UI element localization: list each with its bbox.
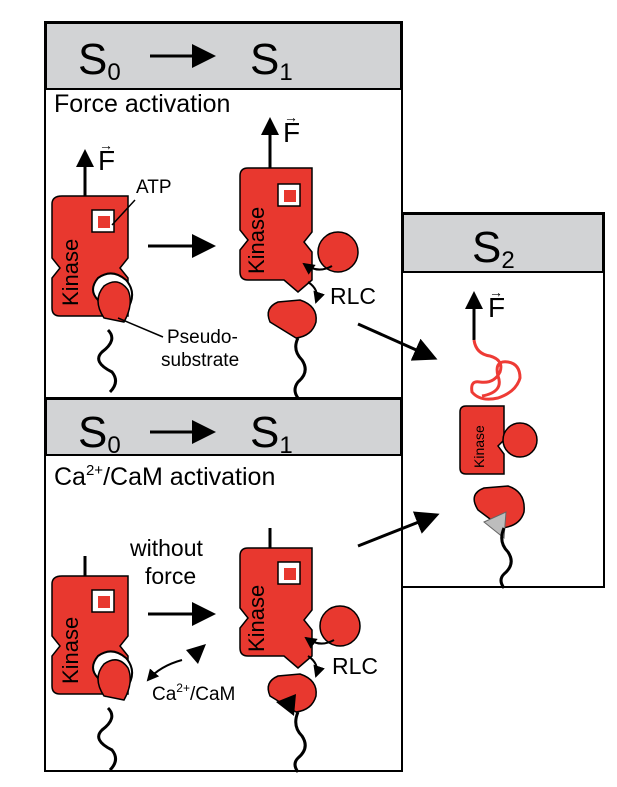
pseudo-label-2: substrate (161, 350, 239, 371)
top-state-from: S0 (78, 35, 121, 86)
kinase-label-3: Kinase (58, 617, 83, 684)
cacam-binding: Ca2+/CaM (146, 644, 235, 705)
rlc-curve-arrow (302, 262, 333, 275)
s2-kinase: F → Kinase (459, 284, 538, 589)
bottom-header: S0 S1 (45, 398, 402, 459)
bottom-state-to: S1 (250, 408, 293, 459)
kinase-label: Kinase (58, 239, 83, 306)
pseudosubstrate-domain (97, 281, 131, 323)
pseudosubstrate-released (267, 299, 317, 339)
bottom-s0-kinase: Kinase (51, 556, 133, 772)
atp-label: ATP (136, 177, 172, 198)
bottom-state-from: S0 (78, 408, 121, 459)
right-state: S2 (472, 223, 515, 274)
rlc-label: RLC (330, 283, 376, 309)
top-header: S0 S1 (45, 22, 402, 90)
rlc-label-2: RLC (332, 653, 378, 679)
kinase-label-5: Kinase (471, 425, 487, 468)
force-vector-mark-3: → (489, 284, 503, 300)
rlc-domain (317, 231, 359, 273)
bound-cacam-triangle (276, 694, 296, 716)
to-s2-arrow-bottom (357, 511, 440, 548)
force-label-2: F (283, 117, 300, 148)
pseudo-pointer (117, 317, 164, 338)
cacam-triangle (186, 644, 206, 664)
force-word-label: force (145, 563, 196, 589)
force-vector-mark: → (99, 137, 113, 153)
kinase-label-4: Kinase (244, 585, 269, 652)
atp-pointer (111, 199, 136, 226)
bottom-s1-kinase: Kinase RLC (239, 528, 378, 773)
top-state-to: S1 (250, 35, 293, 86)
top-s1-kinase: F → Kinase RLC (239, 109, 376, 399)
right-header: S2 (402, 213, 604, 274)
force-label-3: F (488, 292, 505, 323)
top-s0-kinase: F → Kinase ATP Pseudo- substrate (51, 137, 239, 394)
force-label: F (98, 145, 115, 176)
cacam-label: Ca2+/CaM (152, 681, 235, 705)
force-vector-mark-2: → (284, 109, 298, 125)
force-activation-title: Force activation (54, 90, 230, 118)
s2-cacam-triangle (483, 511, 507, 539)
kinase-label-2: Kinase (244, 207, 269, 274)
cacam-activation-title: Ca2+/CaM activation (54, 462, 275, 491)
unfolded-linker (470, 339, 522, 401)
pseudo-label-1: Pseudo- (167, 327, 238, 348)
to-s2-arrow-top (357, 322, 438, 361)
without-label: without (129, 535, 203, 561)
cacam-curve-arrow (146, 659, 183, 682)
